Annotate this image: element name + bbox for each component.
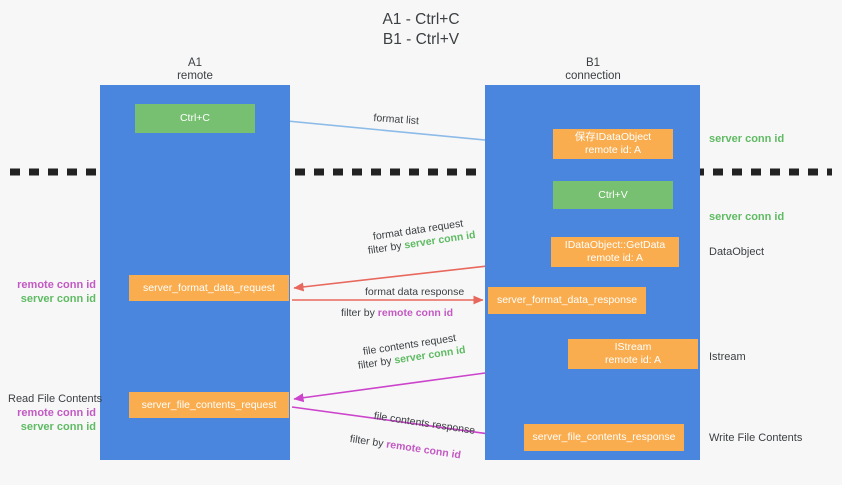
node-istream-line1: IStream [614, 341, 652, 353]
title-line-1: A1 - Ctrl+C [382, 11, 460, 28]
filter-value-remote-conn-id-1: remote conn id [377, 307, 454, 319]
node-ctrl-v-label: Ctrl+V [598, 188, 628, 201]
annotation-conn-id-group-top: remote conn id server conn id [8, 278, 96, 306]
node-server-format-data-response[interactable]: server_format_data_response [488, 287, 646, 314]
node-ctrl-c[interactable]: Ctrl+C [135, 104, 255, 133]
filter-by-text-2: filter by [341, 307, 378, 319]
lane-b1-name: B1 [585, 57, 601, 69]
annotation-conn-id-group-bottom: Read File Contents remote conn id server… [8, 392, 103, 434]
node-server-format-data-request[interactable]: server_format_data_request [129, 275, 289, 301]
node-ctrl-v[interactable]: Ctrl+V [553, 181, 673, 209]
node-istream[interactable]: IStream remote id: A [568, 339, 698, 369]
annotation-write-file-contents: Write File Contents [709, 432, 803, 444]
node-idataobject-getdata[interactable]: IDataObject::GetData remote id: A [551, 237, 679, 267]
node-server-file-contents-response[interactable]: server_file_contents_response [524, 424, 684, 451]
lane-a1-name: A1 [187, 57, 203, 69]
node-server-format-data-response-label: server_format_data_response [496, 294, 638, 306]
node-istream-line2: remote id: A [604, 354, 662, 366]
annotation-remote-conn-id-top: remote conn id [17, 279, 96, 291]
annotation-read-file-contents: Read File Contents [8, 393, 103, 405]
annotation-server-conn-id-top: server conn id [709, 133, 785, 145]
lane-header-b1: B1 connection [493, 57, 693, 83]
edge-label-format-data-response-filter: filter by remote conn id [341, 306, 453, 320]
edge-label-format-data-response: format data response [365, 286, 465, 298]
arrow-file-contents-response [291, 406, 520, 442]
annotation-remote-conn-id-bottom: remote conn id [17, 407, 96, 419]
title-line-2: B1 - Ctrl+V [382, 31, 460, 48]
node-save-idataobject-line1: 保存IDataObject [574, 131, 652, 143]
node-ctrl-c-label: Ctrl+C [179, 112, 211, 124]
node-server-format-data-request-label: server_format_data_request [143, 281, 275, 294]
node-save-idataobject-line2: remote id: A [584, 144, 642, 156]
node-server-file-contents-response-label: server_file_contents_response [532, 431, 676, 443]
lane-header-a1: A1 remote [95, 57, 295, 83]
annotation-dataobject: DataObject [709, 246, 765, 258]
annotation-istream: Istream [709, 351, 746, 363]
page-title: A1 - Ctrl+C B1 - Ctrl+V [0, 10, 842, 50]
lane-a1-sub: remote [177, 70, 213, 82]
annotation-server-conn-id-left-bottom: server conn id [20, 421, 96, 433]
lane-b1-sub: connection [565, 70, 621, 82]
node-getdata-line2: remote id: A [586, 252, 644, 264]
node-save-idataobject[interactable]: 保存IDataObject remote id: A [553, 129, 673, 159]
annotation-server-conn-id-mid: server conn id [709, 211, 785, 223]
node-server-file-contents-request-label: server_file_contents_request [141, 398, 277, 411]
node-server-file-contents-request[interactable]: server_file_contents_request [129, 392, 289, 418]
annotation-server-conn-id-left-top: server conn id [20, 293, 96, 305]
node-getdata-line1: IDataObject::GetData [564, 239, 666, 251]
